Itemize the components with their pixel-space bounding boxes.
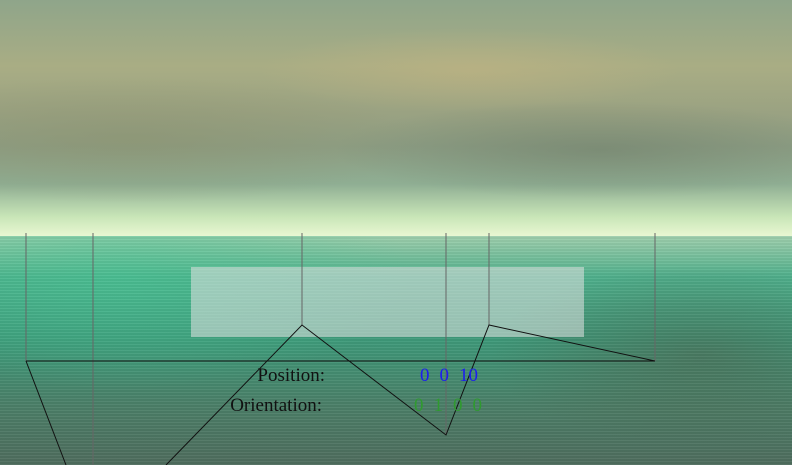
info-panel-overlay bbox=[191, 267, 584, 337]
orientation-label: Orientation: bbox=[230, 395, 322, 416]
position-y: 0 bbox=[439, 365, 450, 386]
position-x: 0 bbox=[420, 365, 430, 386]
sky-background bbox=[0, 0, 792, 236]
position-label: Position: bbox=[257, 365, 325, 386]
position-z: 10 bbox=[459, 365, 478, 386]
orientation-angle: 0 bbox=[472, 395, 483, 416]
orientation-y: 1 bbox=[433, 395, 444, 416]
orientation-x: 0 bbox=[414, 395, 424, 416]
orientation-z: 0 bbox=[453, 395, 463, 416]
vertical-posts bbox=[25, 233, 656, 465]
zigzag-line bbox=[25, 360, 67, 465]
zigzag-line bbox=[165, 324, 656, 465]
